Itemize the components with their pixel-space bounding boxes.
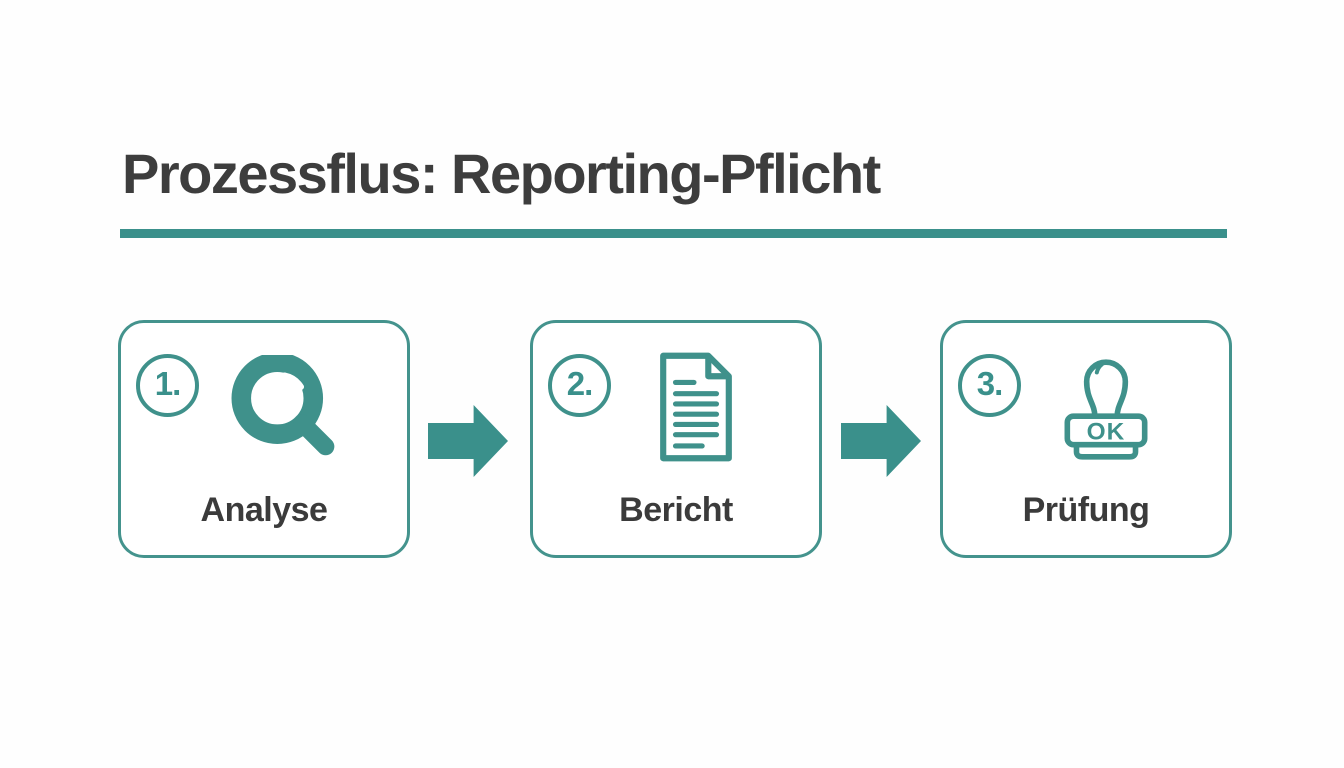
- slide-title: Prozessflus: Reporting-Pflicht: [122, 142, 881, 205]
- step-card-bericht: 2. Bericht: [530, 320, 822, 558]
- flow-arrow-icon: [841, 405, 921, 477]
- approval-stamp-icon: OK: [1059, 351, 1153, 465]
- step-number-badge: 1.: [136, 354, 199, 417]
- title-underline-rule: [120, 229, 1227, 238]
- step-label: Analyse: [200, 491, 328, 529]
- step-label: Prüfung: [1022, 491, 1150, 529]
- flow-arrow-icon: [428, 405, 508, 477]
- step-number-badge: 2.: [548, 354, 611, 417]
- magnifier-search-icon: [231, 355, 339, 463]
- stamp-ok-text: OK: [1087, 419, 1126, 446]
- step-card-analyse: 1. Analyse: [118, 320, 410, 558]
- step-label: Bericht: [619, 491, 733, 529]
- step-card-pruefung: 3. OK Prüfung: [940, 320, 1232, 558]
- document-report-icon: [655, 351, 737, 463]
- step-number-badge: 3.: [958, 354, 1021, 417]
